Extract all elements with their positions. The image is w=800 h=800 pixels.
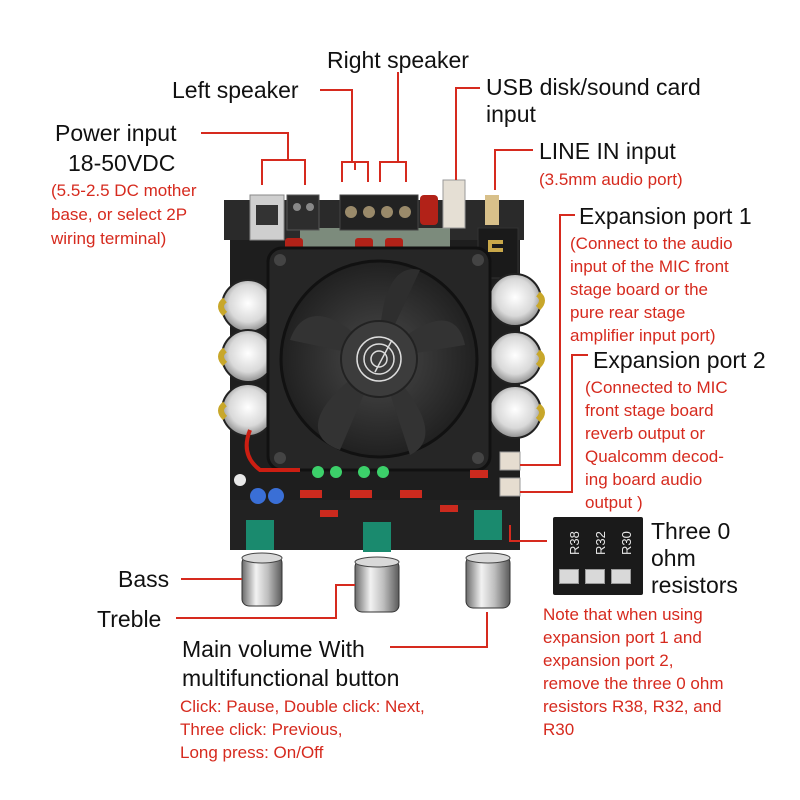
main-volume-label-line1: Main volume With [182, 636, 365, 662]
usb-input-label-line1: USB disk/sound card [486, 74, 701, 100]
resistor-note-line1: Note that when using [543, 605, 703, 624]
expansion1-note-line3: stage board or the [570, 280, 708, 299]
volume-note-line1: Click: Pause, Double click: Next, [180, 697, 425, 716]
speaker-terminal-block [339, 194, 419, 231]
expansion-port-1-label: Expansion port 1 [579, 203, 752, 229]
volume-note-line2: Three click: Previous, [180, 720, 343, 739]
volume-note-line3: Long press: On/Off [180, 743, 324, 762]
bass-knob [241, 552, 283, 607]
resistor-note-line4: remove the three 0 ohm [543, 674, 724, 693]
main-volume-knob [465, 552, 511, 609]
resistor-label-r32: R32 [593, 531, 608, 555]
resistor-note-line3: expansion port 2, [543, 651, 674, 670]
line-in-label: LINE IN input [539, 138, 676, 164]
bass-label: Bass [118, 566, 170, 592]
expansion2-note-line2: front stage board [585, 401, 714, 420]
usb-port [442, 179, 466, 229]
power-voltage-label: 18-50VDC [68, 150, 176, 176]
resistor-label-r38: R38 [567, 531, 582, 555]
treble-label: Treble [97, 606, 162, 632]
expansion-port-2-header [499, 477, 521, 497]
expansion1-note-line4: pure rear stage [570, 303, 686, 322]
power-note-line3: wiring terminal) [51, 229, 167, 248]
usb-input-label-line2: input [486, 101, 536, 127]
expansion2-note-line6: output ) [585, 493, 643, 512]
resistor-note-line5: resistors R38, R32, and [543, 697, 722, 716]
left-capacitors [218, 279, 275, 437]
power-input-label: Power input [55, 120, 177, 146]
expansion-port-2-label: Expansion port 2 [593, 347, 766, 373]
expansion2-note-line4: Qualcomm decod- [585, 447, 724, 466]
three-resistors-line3: resistors [651, 572, 738, 598]
line-in-jack [485, 195, 499, 225]
cooling-fan [266, 246, 492, 472]
resistor-pad [585, 569, 605, 584]
right-capacitors [488, 273, 545, 439]
expansion2-note-line1: (Connected to MIC [585, 378, 728, 397]
resistor-note-line6: R30 [543, 720, 575, 739]
power-note-line1: (5.5-2.5 DC mother [51, 181, 197, 200]
power-note-line2: base, or select 2P [51, 205, 188, 224]
line-in-note: (3.5mm audio port) [539, 170, 683, 189]
treble-knob [354, 556, 400, 613]
main-volume-label-line2: multifunctional button [182, 665, 400, 691]
expansion1-note-line1: (Connect to the audio [570, 234, 733, 253]
three-resistors-line1: Three 0 [651, 518, 731, 544]
expansion-port-1-header [499, 451, 521, 471]
three-resistors-line2: ohm [651, 545, 696, 571]
resistor-label-r30: R30 [619, 531, 634, 555]
expansion1-note-line2: input of the MIC front [570, 257, 729, 276]
resistor-pad [559, 569, 579, 584]
expansion2-note-line3: reverb output or [585, 424, 706, 443]
expansion2-note-line5: ing board audio [585, 470, 703, 489]
expansion1-note-line5: amplifier input port) [570, 326, 716, 345]
resistor-pad [611, 569, 631, 584]
power-terminal [286, 194, 320, 231]
resistor-note-line2: expansion port 1 and [543, 628, 702, 647]
right-speaker-label: Right speaker [327, 47, 469, 73]
resistor-closeup: R38 R32 R30 [553, 517, 643, 595]
left-speaker-label: Left speaker [172, 77, 299, 103]
leader-lines [176, 72, 588, 648]
